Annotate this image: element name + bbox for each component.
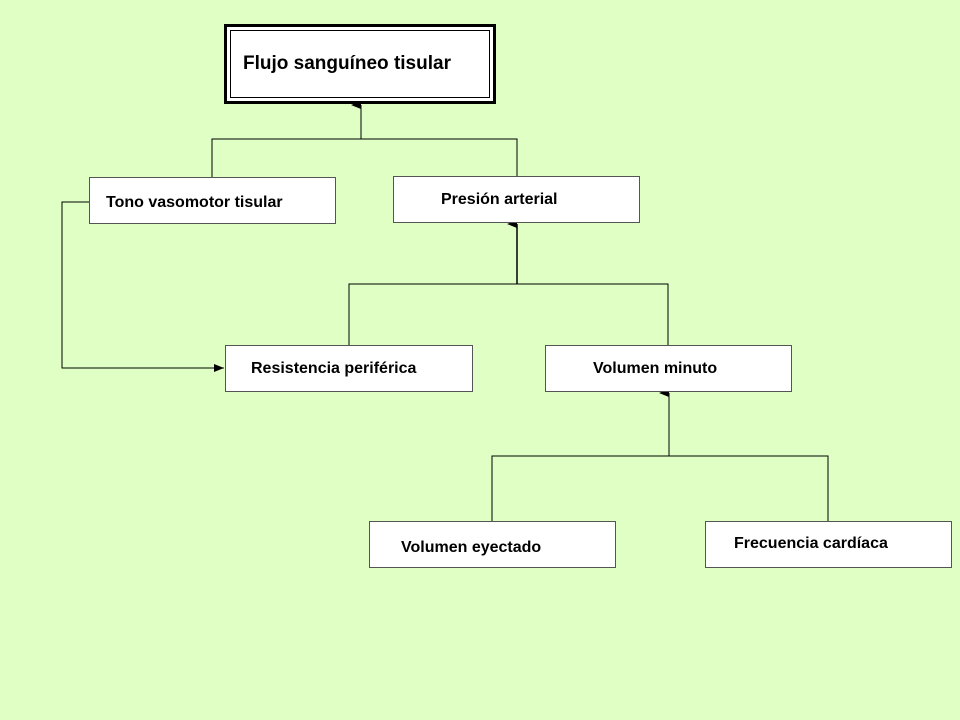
node-label: Flujo sanguíneo tisular bbox=[243, 53, 451, 74]
connector-to-presion bbox=[348, 220, 669, 345]
node-presion-arterial: Presión arterial bbox=[393, 176, 640, 223]
node-label: Tono vasomotor tisular bbox=[106, 194, 283, 211]
node-label: Volumen minuto bbox=[593, 359, 718, 377]
connector-to-volmin bbox=[491, 389, 829, 521]
node-label: Presión arterial bbox=[441, 191, 558, 208]
node-label: Resistencia periférica bbox=[251, 359, 417, 377]
node-label: Volumen eyectado bbox=[401, 539, 542, 556]
bracket-resistencia-volmin bbox=[348, 283, 669, 345]
bracket-voleyec-frec bbox=[491, 455, 829, 521]
node-label: Frecuencia cardíaca bbox=[734, 535, 888, 552]
node-inner-border bbox=[230, 30, 490, 98]
bracket-tono-presion bbox=[211, 138, 518, 177]
connector-to-flujo bbox=[211, 101, 518, 177]
connector-tono-to-resistencia bbox=[61, 201, 224, 372]
node-volumen-minuto: Volumen minuto bbox=[545, 345, 792, 392]
node-flujo-sanguineo-tisular: Flujo sanguíneo tisular bbox=[224, 24, 496, 104]
node-volumen-eyectado: Volumen eyectado bbox=[369, 521, 616, 568]
node-resistencia-periferica: Resistencia periférica bbox=[225, 345, 473, 392]
node-tono-vasomotor-tisular: Tono vasomotor tisular bbox=[89, 177, 336, 224]
arrow-tono-to-resistencia bbox=[61, 201, 224, 372]
node-frecuencia-cardiaca: Frecuencia cardíaca bbox=[705, 521, 952, 568]
